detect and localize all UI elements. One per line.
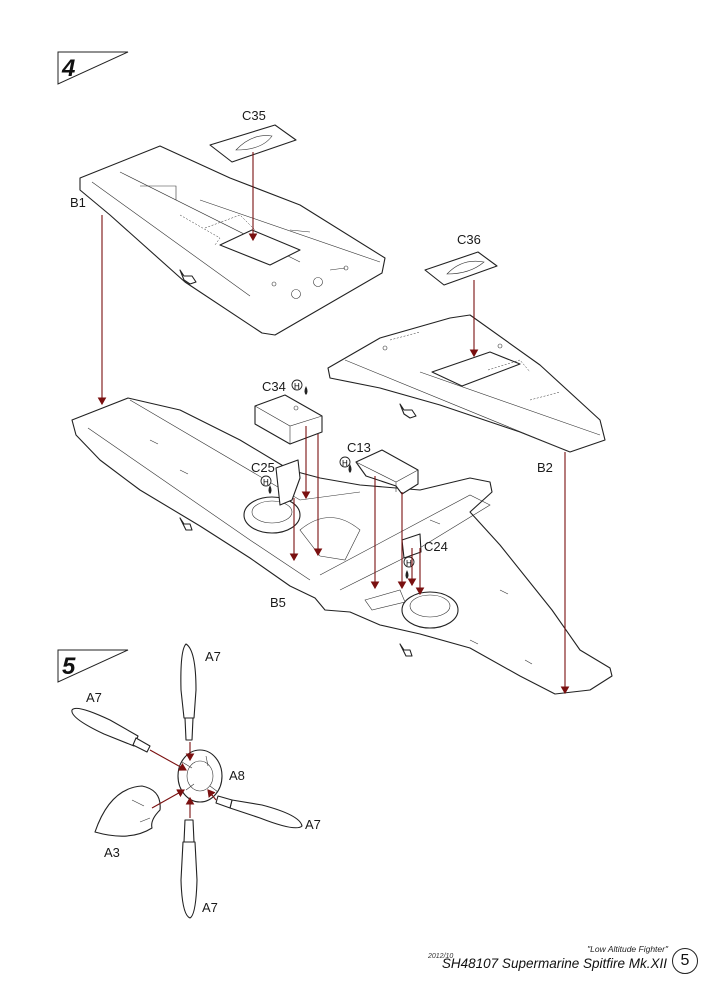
label-a8: A8	[229, 768, 245, 783]
glue-marker-c34: H	[291, 379, 308, 395]
arrow-a7-right	[207, 789, 217, 801]
label-c25: C25	[251, 460, 275, 475]
arrow-a3	[151, 789, 185, 809]
step-5-number: 5	[62, 653, 76, 680]
blade-a7-left	[71, 707, 151, 753]
footer-title: SH48107 Supermarine Spitfire Mk.XII	[441, 956, 667, 971]
glue-marker-letter: H	[342, 459, 348, 468]
step-4-badge: 4	[57, 51, 129, 85]
part-b2-upper-right-wing	[327, 314, 606, 453]
glue-marker-letter: H	[406, 559, 412, 568]
label-a3: A3	[104, 845, 120, 860]
step-5: 5	[57, 643, 321, 919]
blade-a7-top	[180, 643, 197, 741]
step-4-number: 4	[61, 55, 75, 82]
part-c24	[401, 533, 422, 559]
part-b1-upper-left-wing	[79, 145, 386, 336]
part-b5-lower-wing	[71, 397, 613, 695]
label-b2: B2	[537, 460, 553, 475]
part-c35	[209, 124, 297, 163]
label-c24: C24	[424, 539, 448, 554]
label-c36: C36	[457, 232, 481, 247]
label-c13: C13	[347, 440, 371, 455]
glue-marker-letter: H	[294, 382, 300, 391]
label-a7-left: A7	[86, 690, 102, 705]
label-b5: B5	[270, 595, 286, 610]
part-c36	[424, 251, 498, 286]
page-number: 5	[672, 948, 698, 974]
glue-marker-c13: H	[339, 456, 352, 473]
glue-marker-c25: H	[260, 475, 272, 494]
label-c34: C34	[262, 379, 286, 394]
arrow-a7-left	[149, 749, 187, 771]
part-c34	[254, 394, 323, 445]
label-c35: C35	[242, 108, 266, 123]
part-a8-hub	[177, 749, 223, 803]
blade-a7-right	[215, 795, 303, 829]
blade-a7-bottom	[180, 819, 198, 919]
step-5-badge: 5	[57, 649, 129, 683]
part-c25	[275, 459, 301, 506]
glue-marker-letter: H	[263, 478, 269, 487]
part-a3-spinner	[94, 785, 161, 837]
part-c13	[355, 449, 419, 495]
footer-date: 2012/10	[428, 953, 454, 960]
footer-subtitle: "Low Altitude Fighter"	[587, 944, 668, 954]
label-a7-bottom: A7	[202, 900, 218, 915]
label-a7-top: A7	[205, 649, 221, 664]
label-b1: B1	[70, 195, 86, 210]
label-a7-right: A7	[305, 817, 321, 832]
step-4: 4 B1 C35 C36	[57, 51, 613, 695]
footer: 2012/10 "Low Altitude Fighter" SH48107 S…	[420, 944, 700, 984]
